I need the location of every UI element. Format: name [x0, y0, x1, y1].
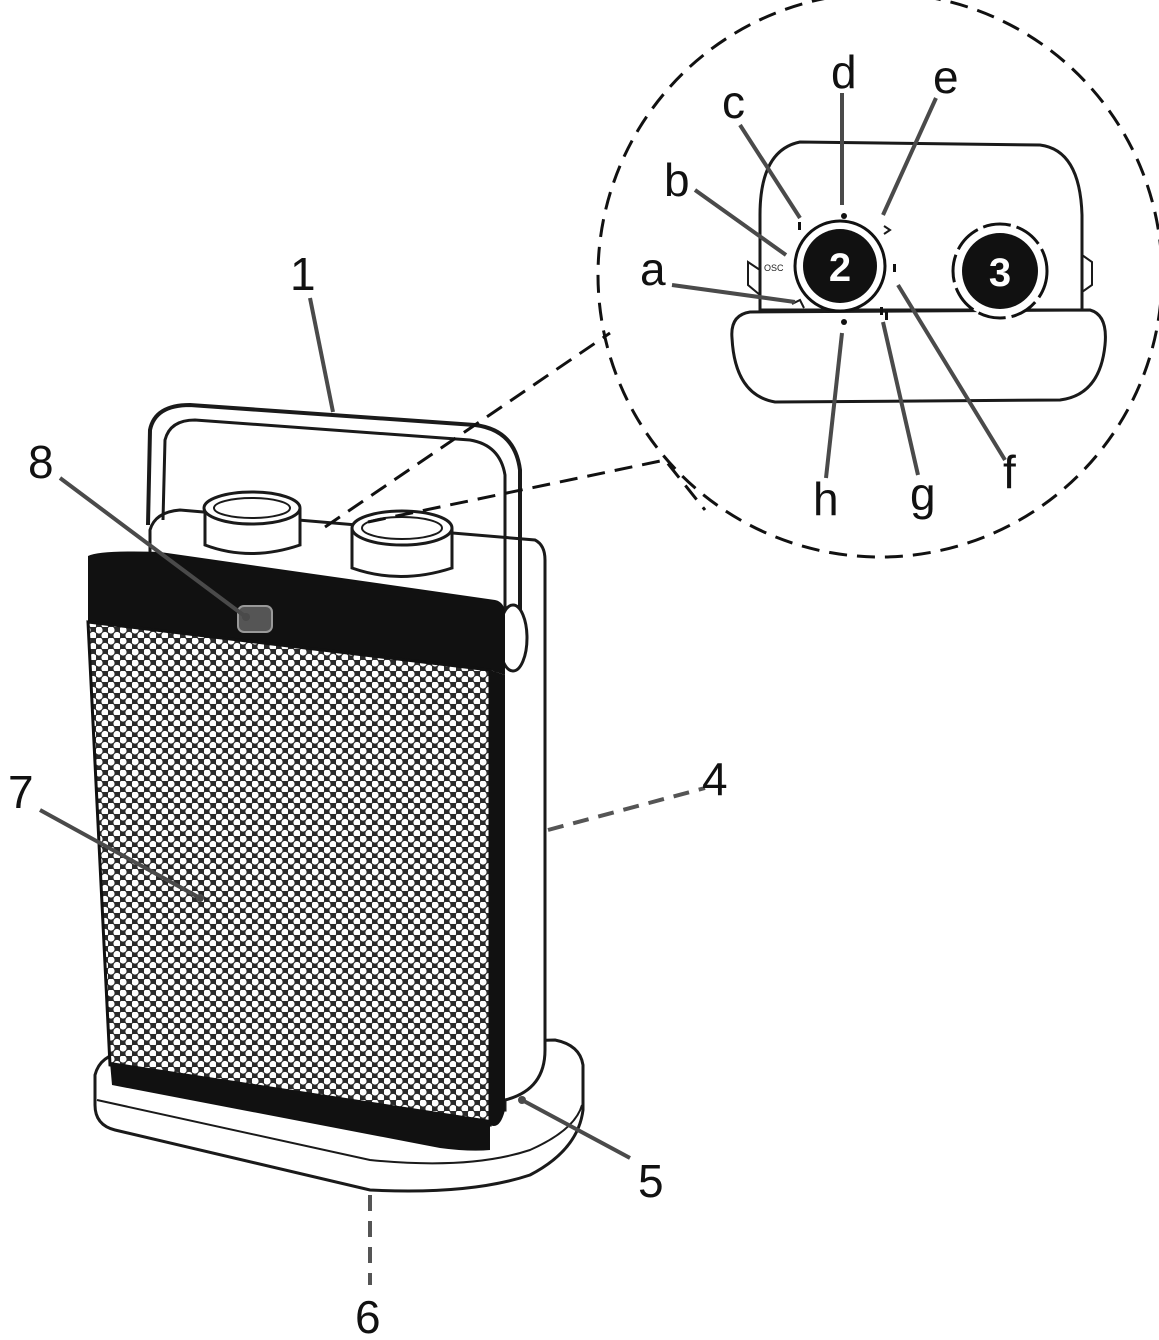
label-7: 7 — [8, 766, 34, 818]
indicator-light — [237, 605, 273, 633]
knob-2 — [803, 229, 877, 303]
front-grille — [86, 620, 492, 1127]
main-leaders — [39, 297, 706, 1285]
label-f: f — [1003, 446, 1016, 498]
detail-leaders — [671, 93, 1007, 479]
label-1: 1 — [290, 248, 316, 300]
label-e: e — [933, 51, 959, 103]
label-8: 8 — [28, 436, 54, 488]
knob-2-label: 2 — [829, 246, 851, 290]
label-4: 4 — [702, 753, 728, 805]
label-5: 5 — [638, 1155, 664, 1207]
label-d: d — [831, 46, 857, 98]
label-c: c — [722, 76, 745, 128]
osc-marking: OSC — [764, 263, 784, 273]
top-band — [88, 551, 505, 675]
knob-3 — [962, 233, 1038, 309]
top-knob-right — [350, 509, 454, 578]
bottom-band — [110, 1062, 490, 1151]
label-a: a — [640, 243, 666, 295]
label-h: h — [813, 473, 839, 525]
label-b: b — [664, 154, 690, 206]
top-knob-left — [202, 490, 302, 555]
knob-3-label: 3 — [989, 251, 1011, 295]
detail-view: 2 OSC 3 — [324, 0, 1159, 559]
label-6: 6 — [355, 1291, 381, 1340]
label-g: g — [910, 468, 936, 520]
grille-side-band — [490, 670, 505, 1126]
